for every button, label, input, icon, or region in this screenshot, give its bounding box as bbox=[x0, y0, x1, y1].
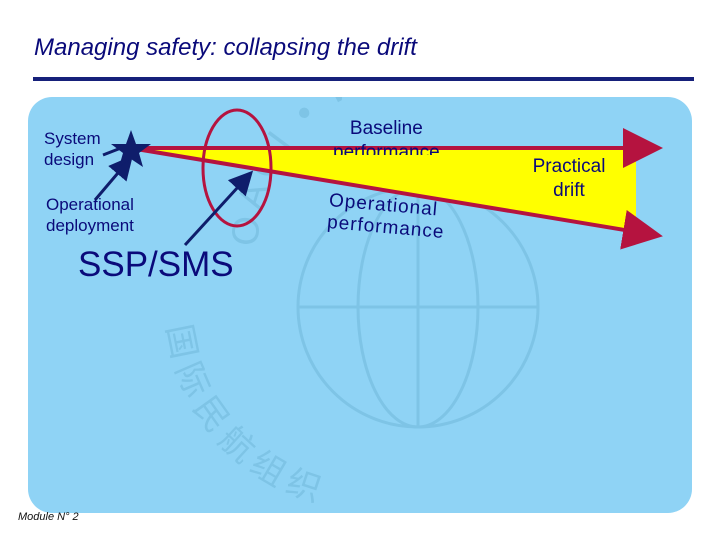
practical-drift-label: Practical drift bbox=[532, 156, 606, 201]
title-rule bbox=[33, 77, 694, 81]
star-icon bbox=[111, 130, 151, 167]
system-design-label: System design bbox=[44, 129, 101, 169]
ssp-sms-pointer bbox=[183, 170, 254, 247]
baseline-performance-label: Baseline performance bbox=[333, 118, 440, 155]
slide-footer: Module N° 2 bbox=[18, 511, 79, 523]
slide-title: Managing safety: collapsing the drift bbox=[34, 34, 417, 61]
operational-performance-arrow bbox=[129, 146, 663, 250]
operational-deployment-label: Operational deployment bbox=[46, 195, 134, 235]
operational-deployment-pointer bbox=[93, 155, 133, 201]
ssp-sms-focus-ellipse bbox=[201, 108, 273, 228]
ssp-sms-label: SSP/SMS bbox=[78, 245, 234, 284]
